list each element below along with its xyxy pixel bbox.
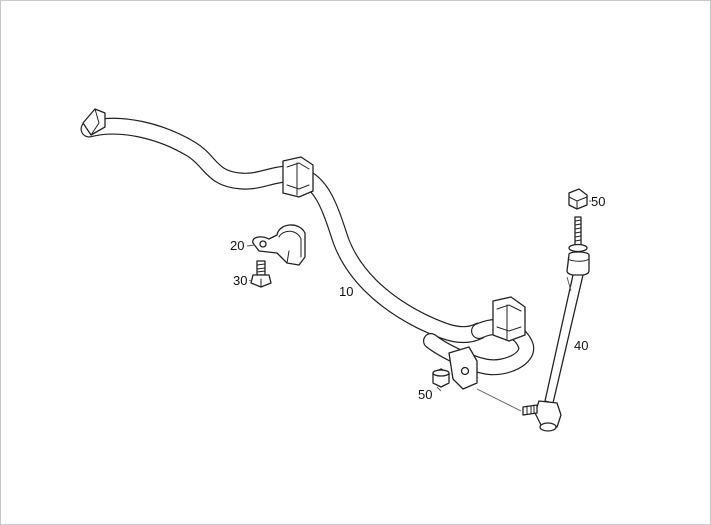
bar-end-bracket: [448, 346, 478, 390]
callout-50-top: 50: [591, 194, 606, 209]
callout-30: 30: [233, 273, 248, 288]
bottom-nut[interactable]: [432, 368, 450, 388]
callout-50-bottom: 50: [418, 387, 433, 402]
callout-lines: [246, 200, 591, 412]
callout-40: 40: [574, 338, 589, 353]
callout-10: 10: [339, 284, 354, 299]
callout-20: 20: [230, 238, 245, 253]
top-nut[interactable]: [568, 188, 588, 210]
bolt[interactable]: [250, 260, 272, 288]
upper-bar-bushing: [282, 156, 314, 198]
clamp[interactable]: [252, 224, 306, 266]
lower-bar-bushing: [492, 296, 526, 342]
coupling-link[interactable]: [522, 216, 590, 432]
